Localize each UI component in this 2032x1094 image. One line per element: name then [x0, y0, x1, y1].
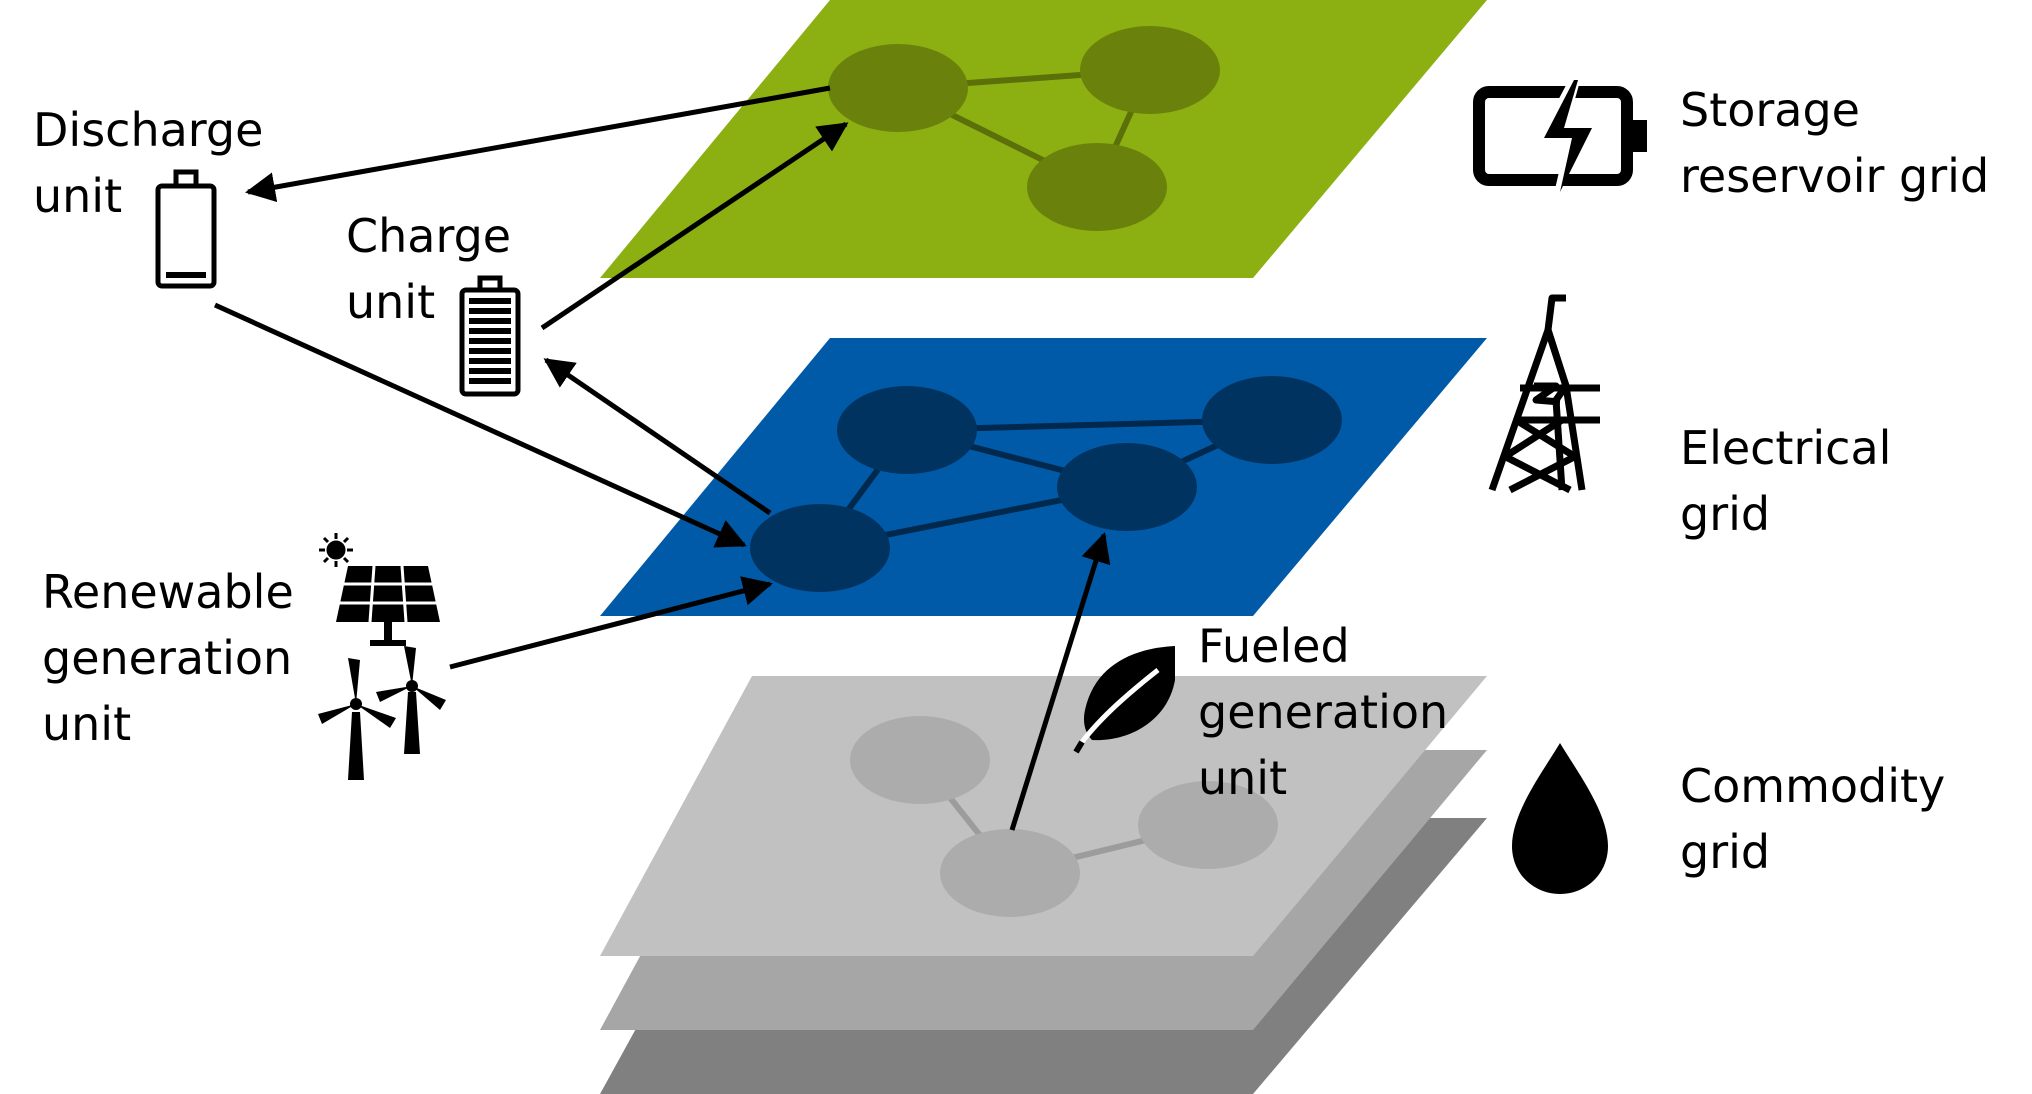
commodity-node — [1138, 781, 1278, 869]
label-commodity-grid: Commodity grid — [1680, 759, 1945, 879]
commodity-grid-line-1: Commodity — [1680, 759, 1945, 813]
electrical-node — [1057, 443, 1197, 531]
sun-icon — [319, 533, 353, 567]
fueled-unit-line-2: generation — [1198, 685, 1448, 739]
label-renewable-unit: Renewable generation unit — [42, 565, 294, 751]
storage-node — [1080, 26, 1220, 114]
battery-bolt-icon — [1473, 74, 1647, 202]
arrow-commodity-to-electrical — [1009, 532, 1111, 831]
renewable-unit-line-2: generation — [42, 631, 292, 685]
discharge-unit-line-2: unit — [33, 169, 122, 223]
storage-node — [1027, 143, 1167, 231]
discharge-unit-line-1: Discharge — [33, 103, 263, 157]
storage-grid-line-1: Storage — [1680, 83, 1860, 137]
commodity-network — [850, 716, 1278, 917]
arrow-electrical-to-charge — [543, 357, 772, 516]
commodity-grid-line-2: grid — [1680, 825, 1770, 879]
fueled-unit-line-3: unit — [1198, 751, 1287, 805]
label-discharge-unit: Discharge unit — [33, 103, 263, 223]
label-electrical-grid: Electrical grid — [1680, 421, 1891, 541]
arrow-renewable-to-electrical — [449, 576, 773, 670]
storage-layer — [600, 0, 1487, 278]
wind-turbine-icon — [318, 646, 446, 780]
commodity-plane-front — [600, 676, 1487, 956]
commodity-node — [850, 716, 990, 804]
electrical-node — [750, 504, 890, 592]
storage-grid-line-2: reservoir grid — [1680, 149, 1989, 203]
electrical-grid-line-2: grid — [1680, 487, 1770, 541]
commodity-layer-stack — [600, 676, 1487, 1094]
electrical-node — [1202, 376, 1342, 464]
fueled-unit-line-1: Fueled — [1198, 619, 1350, 673]
electrical-grid-line-1: Electrical — [1680, 421, 1891, 475]
electrical-plane — [600, 338, 1487, 616]
renewable-unit-line-1: Renewable — [42, 565, 294, 619]
charge-unit-line-1: Charge — [346, 209, 511, 263]
electrical-layer — [600, 338, 1487, 616]
droplet-icon — [1512, 743, 1608, 894]
transmission-tower-icon — [1488, 294, 1600, 494]
storage-plane — [600, 0, 1487, 278]
electrical-node — [837, 386, 977, 474]
arrow-discharge-to-electrical — [213, 302, 747, 548]
full-battery-icon — [459, 275, 521, 397]
charge-unit-line-2: unit — [346, 275, 435, 329]
leaf-icon — [1073, 646, 1175, 754]
label-fueled-unit: Fueled generation unit — [1198, 619, 1448, 805]
arrow-charge-to-storage — [540, 121, 849, 331]
label-storage-grid: Storage reservoir grid — [1680, 83, 1989, 203]
storage-network — [828, 26, 1220, 231]
label-charge-unit: Charge unit — [346, 209, 511, 329]
empty-battery-icon — [155, 169, 217, 289]
electrical-network — [750, 376, 1342, 592]
arrow-storage-to-discharge — [245, 85, 831, 203]
storage-node — [828, 44, 968, 132]
renewable-unit-line-3: unit — [42, 697, 131, 751]
commodity-node — [940, 829, 1080, 917]
flow-arrows — [213, 85, 1111, 831]
solar-panel-icon — [336, 565, 440, 646]
